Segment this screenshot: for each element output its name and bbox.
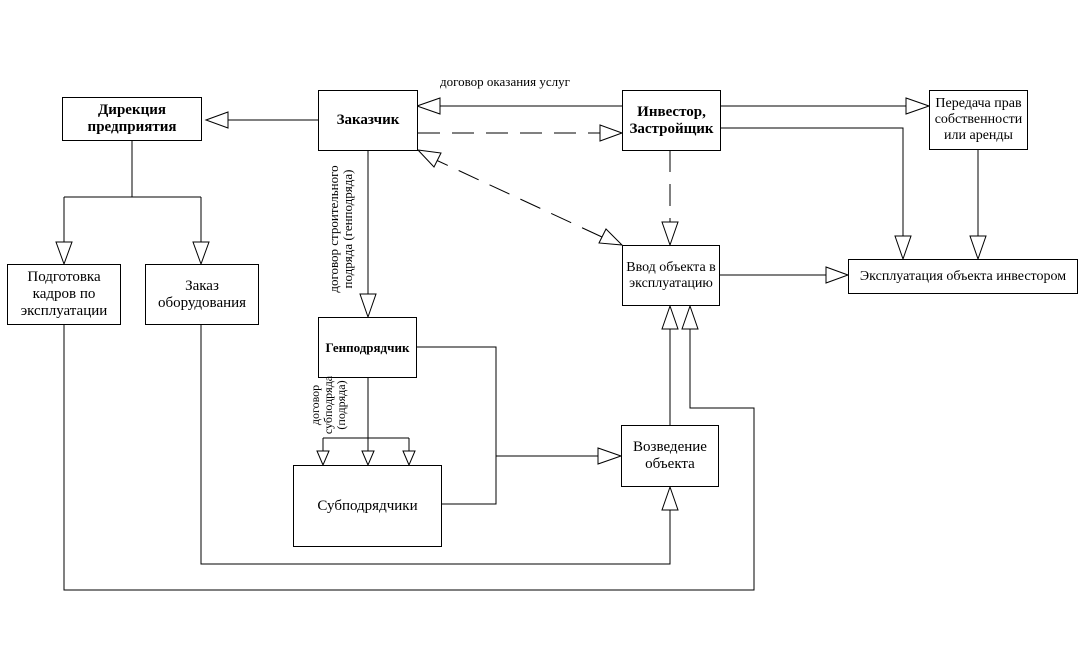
node-direction: Дирекция предприятия: [62, 97, 202, 141]
arrowhead: [661, 304, 679, 330]
edge-label-general-contract-line2: подряда (генподряда): [340, 169, 355, 289]
edge-label-service-contract: договор оказания услуг: [440, 74, 570, 89]
node-equipment-order: Заказ оборудования: [145, 264, 259, 325]
arrowhead: [661, 221, 679, 247]
arrowhead: [416, 149, 442, 168]
arrowhead: [599, 124, 624, 142]
node-investor-label: Инвестор, Застройщик: [629, 103, 714, 137]
arrowhead: [316, 450, 330, 467]
arrowhead: [415, 97, 441, 115]
arrowhead: [825, 266, 850, 284]
node-customer: Заказчик: [318, 90, 418, 151]
arrowhead: [661, 485, 679, 511]
node-operation-label: Эксплуатация объекта инвестором: [859, 269, 1067, 284]
arrowhead: [681, 304, 699, 330]
arrowhead: [402, 450, 416, 467]
arrowhead: [361, 450, 375, 467]
edge-equipment-construction: [200, 325, 671, 565]
arrowhead: [359, 293, 377, 319]
arrowhead: [598, 228, 624, 246]
edge-label-sub-contract: договор субподряда (подряда): [308, 370, 353, 440]
node-subcontractors-label: Субподрядчики: [317, 497, 418, 514]
node-operation: Эксплуатация объекта инвестором: [848, 259, 1078, 294]
node-staff-training: Подготовка кадров по эксплуатации: [7, 264, 121, 325]
arrowhead: [905, 97, 931, 115]
node-general-contractor: Генподрядчик: [318, 317, 417, 378]
edge-investor-operation: [720, 127, 904, 236]
node-commissioning: Ввод объекта в эксплуатацию: [622, 245, 720, 306]
node-construction-label: Возведение объекта: [633, 439, 707, 472]
node-direction-label: Дирекция предприятия: [87, 102, 177, 135]
node-construction: Возведение объекта: [621, 425, 719, 487]
edge-commissioning-customer-dashed: [435, 159, 603, 238]
node-commissioning-label: Ввод объекта в эксплуатацию: [626, 259, 716, 291]
node-transfer-rights: Передача прав собственности или аренды: [929, 90, 1028, 150]
node-investor: Инвестор, Застройщик: [622, 90, 721, 151]
edge-label-sub-contract-line3: (подряда): [334, 380, 348, 430]
edge-training-commissioning: [63, 325, 755, 591]
node-subcontractors: Субподрядчики: [293, 465, 442, 547]
arrowhead: [597, 447, 623, 465]
arrowhead: [55, 241, 73, 266]
arrowhead: [192, 241, 210, 266]
edge-label-general-contract: договор строительного подряда (генподряд…: [326, 154, 357, 304]
arrowhead: [894, 235, 912, 261]
edge-label-general-contract-line1: договор строительного: [326, 165, 341, 293]
node-equipment-order-label: Заказ оборудования: [157, 277, 247, 311]
node-general-contractor-label: Генподрядчик: [325, 340, 410, 355]
node-customer-label: Заказчик: [336, 112, 400, 128]
node-transfer-rights-label: Передача прав собственности или аренды: [934, 96, 1023, 143]
arrowhead: [969, 235, 987, 261]
arrowhead: [204, 111, 229, 129]
node-staff-training-label: Подготовка кадров по эксплуатации: [20, 269, 108, 319]
